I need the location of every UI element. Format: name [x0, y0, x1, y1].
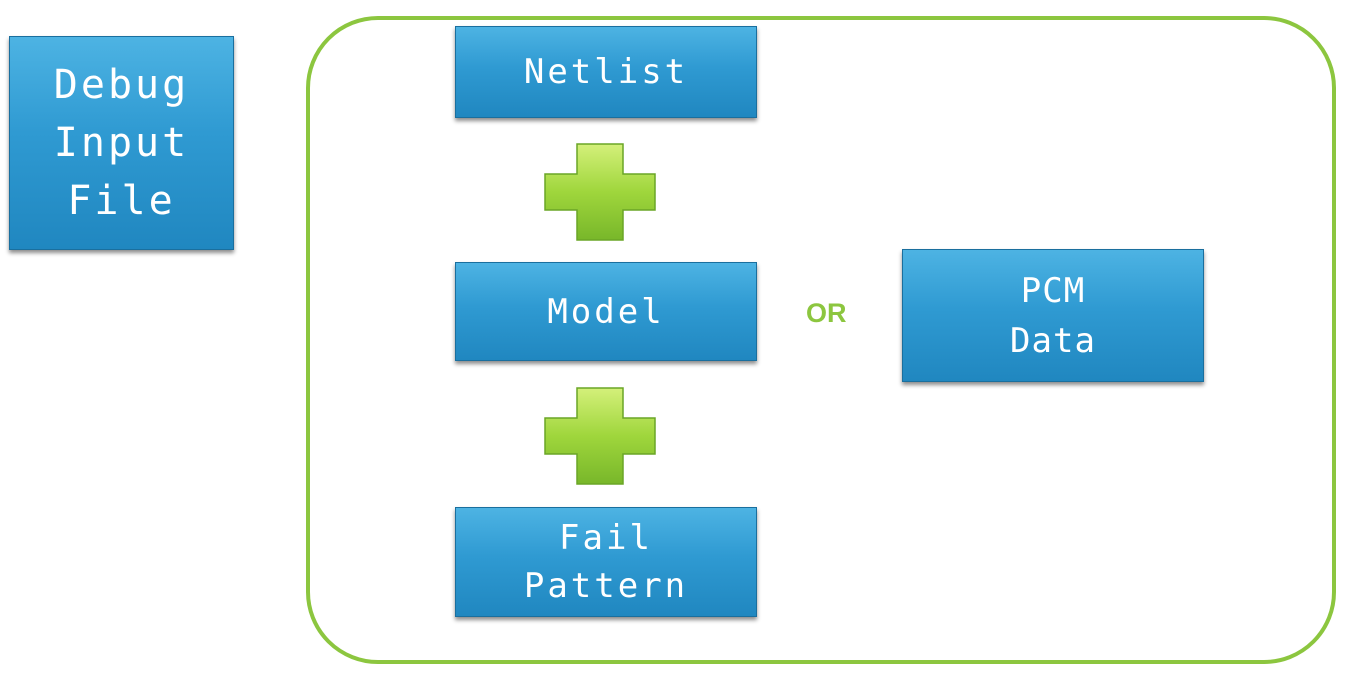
netlist-label: Netlist — [523, 52, 689, 92]
fail-pattern-line-1: Fail — [559, 518, 653, 558]
debug-input-file-box: Debug Input File — [9, 36, 234, 250]
pcm-data-box: PCM Data — [902, 249, 1204, 382]
fail-pattern-box: Fail Pattern — [455, 507, 757, 617]
pcm-data-line-1: PCM — [1020, 270, 1086, 311]
debug-input-line-2: Input — [53, 120, 190, 166]
fail-pattern-line-2: Pattern — [523, 566, 689, 606]
plus-icon — [544, 387, 656, 485]
netlist-box: Netlist — [455, 26, 757, 118]
or-label: OR — [806, 298, 847, 328]
debug-input-line-1: Debug — [53, 62, 190, 108]
pcm-data-line-2: Data — [1010, 320, 1096, 361]
debug-input-line-3: File — [67, 178, 176, 224]
model-box: Model — [455, 262, 757, 361]
inputs-group-frame — [306, 16, 1336, 664]
plus-icon — [544, 143, 656, 241]
model-label: Model — [547, 291, 665, 332]
